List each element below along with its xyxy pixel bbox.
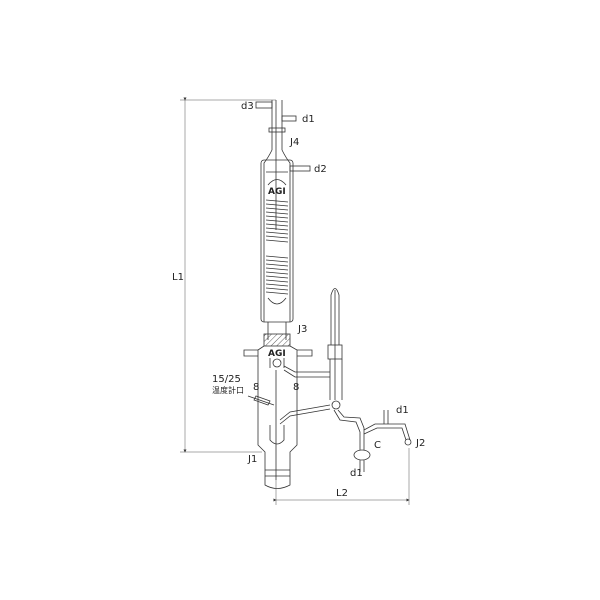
coil-turn	[265, 203, 289, 207]
coil-turn	[265, 271, 289, 275]
coil-turn	[265, 215, 289, 219]
coil-turn	[265, 235, 289, 239]
label-thermo-size: 15/25	[212, 374, 241, 385]
coil-turn	[265, 279, 289, 283]
coil-turn	[265, 263, 289, 267]
coil-turn	[265, 223, 289, 227]
coil-turn	[265, 239, 289, 243]
label-d1-bottom: d1	[350, 468, 363, 479]
condenser	[260, 159, 294, 340]
side-thermometer-assembly	[279, 288, 412, 472]
coil-turn	[265, 255, 289, 259]
label-j3: J3	[297, 324, 307, 335]
label-d1-right: d1	[396, 405, 409, 416]
coil-turn	[265, 291, 289, 295]
label-agi-upper: AGI	[268, 187, 286, 197]
label-j2: J2	[415, 438, 425, 449]
coil-turn	[265, 283, 289, 287]
coil-turn	[265, 199, 289, 203]
label-agi-lower: AGI	[268, 349, 286, 359]
coil-turn	[265, 259, 289, 263]
label-l2: L2	[336, 488, 348, 499]
coil-turn	[265, 227, 289, 231]
label-l1: L1	[172, 272, 184, 283]
label-j1: J1	[247, 454, 257, 465]
coil-turn	[265, 207, 289, 211]
svg-text:8: 8	[253, 382, 259, 393]
coil-turn	[265, 211, 289, 215]
coil-turn	[265, 275, 289, 279]
label-d2: d2	[314, 164, 327, 175]
label-d1-top: d1	[302, 114, 315, 125]
dimension-l1: L1	[172, 97, 276, 453]
dimension-l2: L2	[273, 448, 410, 505]
coil-turn	[265, 231, 289, 235]
coil-turn	[265, 287, 289, 291]
label-thermo-port: 温度計口	[212, 385, 244, 395]
label-c: C	[374, 440, 381, 451]
svg-text:8: 8	[293, 382, 299, 393]
label-j4: J4	[289, 137, 299, 148]
coil-turn	[265, 267, 289, 271]
reaction-body: 8 8	[243, 333, 313, 489]
top-adapter	[255, 100, 311, 322]
label-d3-top: d3	[241, 101, 254, 112]
coil-turn	[265, 219, 289, 223]
